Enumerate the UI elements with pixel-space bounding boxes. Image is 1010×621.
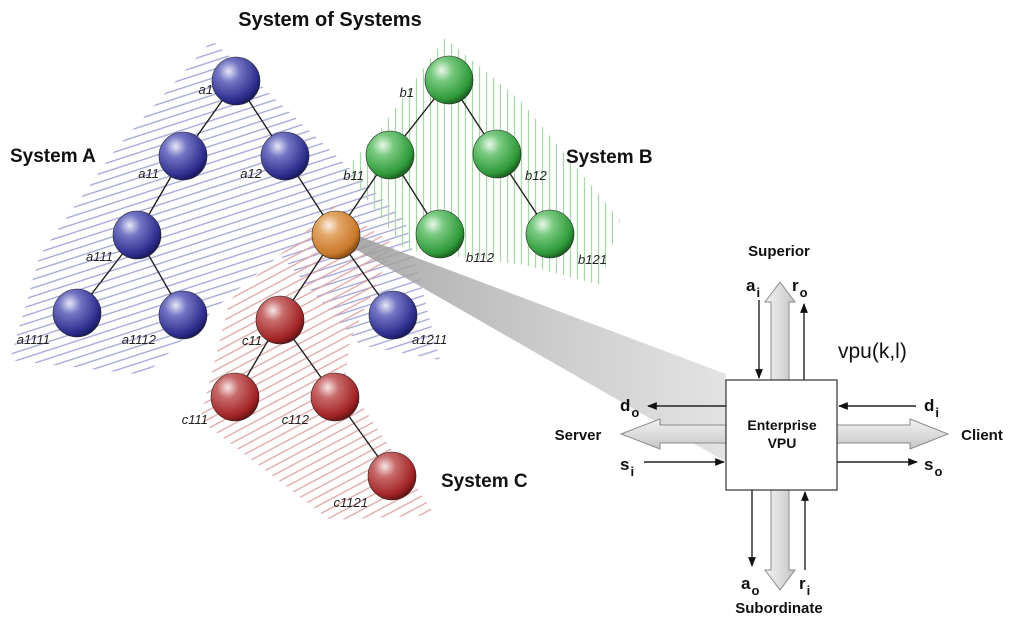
node-a1111 [52,288,102,338]
node-label-b121: b121 [578,252,607,267]
node-c111 [210,372,260,422]
client-label: Client [961,427,1003,444]
port-label-di: di [924,396,939,420]
node-a1112 [158,290,208,340]
node-a12 [260,131,310,181]
port-label-ro: ro [792,276,808,300]
vpu-detail: Enterprise VPU Superior Subordinate Serv… [555,243,1003,617]
system-a-label: System A [10,146,96,167]
node-label-a1: a1 [199,82,213,97]
node-label-c112: c112 [282,412,310,427]
node-label-b11: b11 [343,168,364,183]
node-b1 [424,55,474,105]
server-label: Server [555,427,602,444]
node-b12 [472,129,522,179]
node-label-a111: a111 [86,249,113,264]
node-label-c11: c11 [242,333,262,348]
node-label-b1: b1 [400,85,414,100]
enterprise-vpu-box [725,379,838,491]
vpu-box-line-1: Enterprise [747,417,816,433]
system-regions [10,38,620,520]
system-b-label: System B [566,147,653,168]
node-label-a1112: a1112 [122,332,157,347]
node-label-b12: b12 [525,168,547,183]
node-c11 [255,295,305,345]
port-label-so: so [924,455,942,479]
node-b112 [415,209,465,259]
node-label-a11: a11 [138,166,159,181]
vpu-title: vpu(k,l) [838,340,907,363]
node-a1211 [368,290,418,340]
node-b121 [525,209,575,259]
port-label-si: si [620,455,634,479]
node-a1 [211,56,261,106]
zoom-beam [348,232,726,462]
subordinate-label: Subordinate [735,600,823,617]
system-c-label: System C [441,471,528,492]
node-label-b112: b112 [466,250,495,265]
port-label-ai: ai [746,276,760,300]
port-label-ao: ao [741,574,759,598]
node-a11 [158,131,208,181]
superior-label: Superior [748,243,810,260]
node-label-c1121: c1121 [334,495,368,510]
node-label-a1111: a1111 [17,332,50,347]
node-a111 [112,210,162,260]
node-c1121 [367,451,417,501]
tree-nodes [52,55,575,501]
node-labels: a1 a11 a12 a111 a1111 a1112 a1211 b1 b11 b12 b112 b… [17,82,607,510]
node-c112 [310,372,360,422]
node-label-c111: c111 [182,412,208,427]
node-label-a1211: a1211 [412,332,447,347]
diagram-title: System of Systems [238,9,421,31]
vpu-box-line-2: VPU [768,435,797,451]
node-label-a12: a12 [240,166,262,181]
port-label-ri: ri [799,574,810,598]
node-b11 [365,130,415,180]
shared-node [311,210,361,260]
system-c-region [200,205,435,520]
